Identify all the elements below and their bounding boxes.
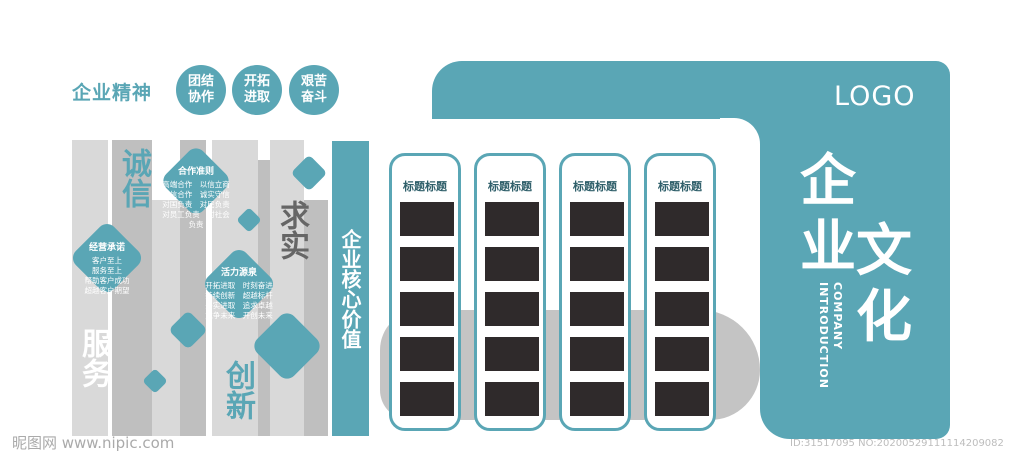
promise-title: 经营承诺 (88, 243, 125, 253)
core-values-label: 企业核心价值 (338, 228, 362, 349)
card-image (655, 337, 709, 371)
vitality-title: 活力源泉 (220, 268, 257, 278)
decor-stripe (270, 140, 304, 436)
card-title: 标题标题 (403, 180, 447, 193)
card-image (570, 337, 624, 371)
promise-line: 客户至上 (92, 256, 122, 265)
title-card: 标题标题 (644, 153, 716, 431)
decor-stripe (258, 160, 270, 436)
culture-char: 化 (856, 285, 912, 350)
spirit-label: 团结协作 (187, 74, 214, 105)
char-innovation: 创新 (220, 360, 255, 420)
culture-char: 文 (856, 219, 912, 284)
cooperation-line: 对国负责 对民负责 (162, 200, 230, 209)
card-image (655, 292, 709, 326)
card-image (485, 382, 539, 416)
card-image (485, 337, 539, 371)
card-image (570, 292, 624, 326)
english-company: COMPANY (831, 282, 844, 351)
vitality-line: 竞争未来 开创未来 (205, 311, 273, 320)
cooperation-line: 对员工负责 对社会负责 (162, 210, 230, 229)
spirit-badge-hardwork: 艰苦奋斗 (289, 65, 339, 115)
promise-line: 帮助客户成功 (84, 276, 130, 285)
card-title: 标题标题 (658, 180, 702, 193)
char-service: 服务 (76, 328, 111, 388)
decor-stripe (152, 200, 180, 436)
title-card: 标题标题 (474, 153, 546, 431)
spirit-badge-pioneer: 开拓进取 (232, 65, 282, 115)
vitality-line: 务实进取 追求卓越 (205, 301, 273, 310)
card-image (400, 382, 454, 416)
char-integrity: 诚信 (116, 148, 151, 208)
card-image (400, 202, 454, 236)
promise-line: 服务至上 (92, 266, 122, 275)
card-image (485, 202, 539, 236)
watermark-id: ID:31517095 NO:20200529111114209082 (790, 438, 1004, 449)
cooperation-line: 诚信合作 诚实守信 (162, 190, 230, 199)
logo-text: LOGO (834, 81, 916, 112)
card-image (485, 247, 539, 281)
panel-corner-cut (720, 118, 760, 178)
promise-text: 经营承诺 客户至上 服务至上 帮助客户成功 超越客户期望 (72, 243, 142, 296)
core-values-bar: 企业核心价值 (332, 141, 369, 436)
card-image (655, 382, 709, 416)
promise-line: 超越客户期望 (84, 286, 130, 295)
culture-char: 企 (800, 149, 856, 214)
card-image (400, 337, 454, 371)
vitality-text: 活力源泉 开拓进取 时刻奋进 持续创新 超越标杆 务实进取 追求卓越 竞争未来 … (201, 268, 277, 321)
spirit-label: 艰苦奋斗 (300, 74, 327, 105)
culture-panel (760, 61, 950, 439)
card-title: 标题标题 (488, 180, 532, 193)
spirit-label: 开拓进取 (243, 74, 270, 105)
card-image (570, 382, 624, 416)
watermark-site: 昵图网 www.nipic.com (12, 434, 175, 452)
vitality-line: 开拓进取 时刻奋进 (205, 281, 273, 290)
card-image (400, 292, 454, 326)
card-image (655, 202, 709, 236)
title-card: 标题标题 (389, 153, 461, 431)
culture-char: 业 (800, 215, 856, 280)
decor-stripe (304, 200, 328, 436)
cooperation-title: 合作准则 (177, 167, 214, 177)
vitality-line: 持续创新 超越标杆 (205, 291, 273, 300)
card-image (655, 247, 709, 281)
spirit-badge-unity: 团结协作 (176, 65, 226, 115)
cooperation-text: 合作准则 高端合作 以信立商 诚信合作 诚实守信 对国负责 对民负责 对员工负责… (160, 167, 232, 230)
card-image (400, 247, 454, 281)
card-image (570, 202, 624, 236)
cooperation-line: 高端合作 以信立商 (162, 180, 230, 189)
decor-stripe (112, 140, 152, 436)
char-pragmatic: 求实 (274, 200, 309, 260)
card-image (570, 247, 624, 281)
title-card: 标题标题 (559, 153, 631, 431)
spirit-title: 企业精神 (72, 82, 153, 104)
card-title: 标题标题 (573, 180, 617, 193)
card-image (485, 292, 539, 326)
english-introduction: INTRODUCTION (817, 282, 830, 389)
